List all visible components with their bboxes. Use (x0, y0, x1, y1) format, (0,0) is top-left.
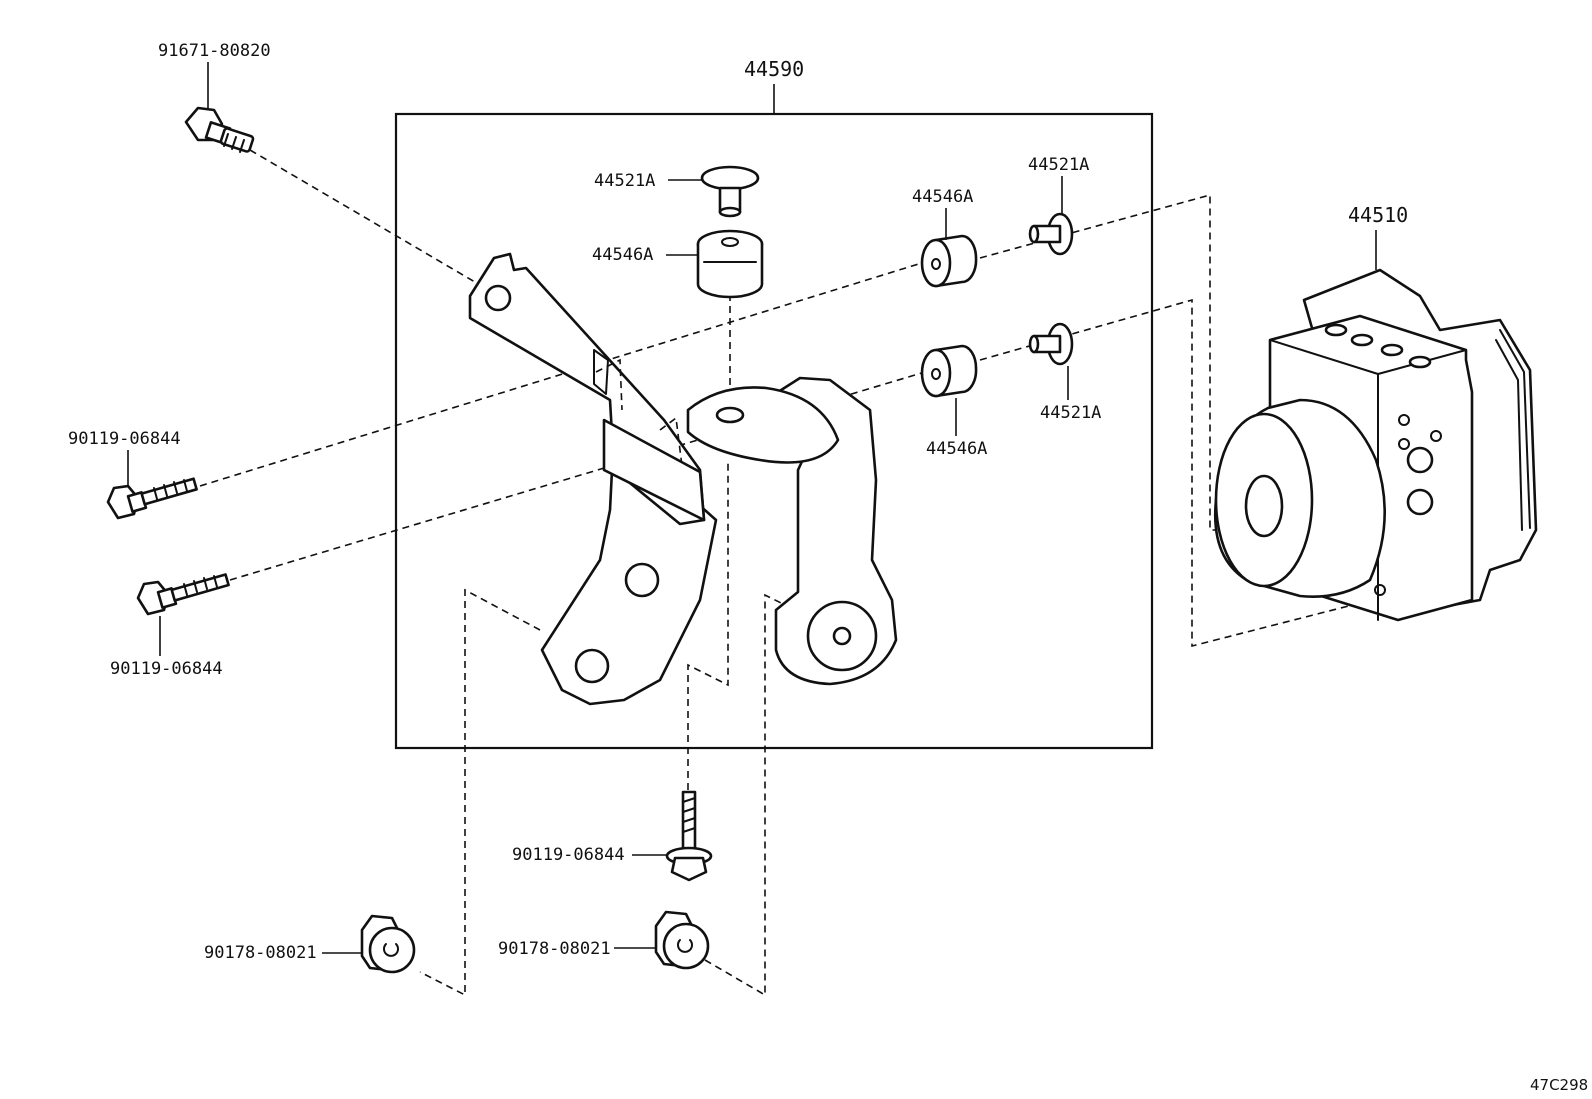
bolt-left-lower-icon[interactable] (136, 573, 230, 616)
cushion-center-icon[interactable] (696, 229, 764, 299)
flange-bolt-top-icon[interactable] (184, 106, 255, 153)
collar-right-lower-icon[interactable] (1028, 322, 1074, 366)
collar-right-upper-icon[interactable] (1028, 212, 1074, 256)
callout-cushion-center[interactable]: 44546A (592, 245, 653, 265)
cushion-right-lower-icon[interactable] (920, 344, 978, 398)
collar-center-icon[interactable] (700, 165, 760, 218)
callout-cushion-right-upper[interactable]: 44546A (912, 187, 973, 207)
bolt-bottom-icon[interactable] (665, 790, 713, 882)
callout-nut-left[interactable]: 90178-08021 (204, 943, 317, 963)
abs-bracket-icon[interactable] (468, 252, 898, 706)
nut-left-icon[interactable] (360, 914, 416, 974)
callout-cushion-right-lower[interactable]: 44546A (926, 439, 987, 459)
callout-bolt-left-upper[interactable]: 90119-06844 (68, 429, 181, 449)
assembly-label[interactable]: 44590 (744, 57, 804, 81)
callout-collar-right-lower[interactable]: 44521A (1040, 403, 1101, 423)
callout-bolt-bottom[interactable]: 90119-06844 (512, 845, 625, 865)
assembly-dashed-lines (199, 149, 1373, 997)
abs-actuator-icon[interactable] (1213, 268, 1538, 622)
nut-right-icon[interactable] (654, 910, 710, 970)
cushion-right-upper-icon[interactable] (920, 234, 978, 288)
callout-bolt-top[interactable]: 91671-80820 (158, 41, 271, 61)
callout-bolt-left-lower[interactable]: 90119-06844 (110, 659, 223, 679)
callout-collar-right-upper[interactable]: 44521A (1028, 155, 1089, 175)
callout-nut-right[interactable]: 90178-08021 (498, 939, 611, 959)
drawing-code: 47C298 (1530, 1076, 1588, 1094)
callout-collar-center[interactable]: 44521A (594, 171, 655, 191)
actuator-label[interactable]: 44510 (1348, 203, 1408, 227)
bolt-left-upper-icon[interactable] (106, 477, 198, 520)
